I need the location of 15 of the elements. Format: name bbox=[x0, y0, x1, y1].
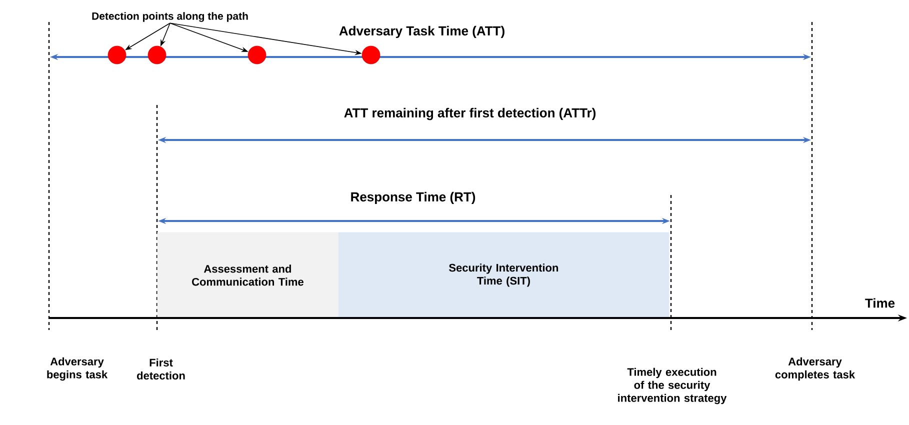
axis-label: ATT remaining after first detection (ATTr) bbox=[344, 108, 596, 120]
axis-label: First detection bbox=[137, 358, 185, 380]
axis-label: Time bbox=[865, 298, 895, 308]
detection-point bbox=[248, 46, 266, 64]
axis-label: Response Time (RT) bbox=[351, 192, 476, 204]
time-box: Assessment and Communication Time bbox=[157, 232, 338, 318]
axis-label: Adversary completes task bbox=[775, 357, 856, 381]
detection-point bbox=[362, 46, 380, 64]
callout-text: Detection points along the path bbox=[92, 12, 248, 22]
axis-label: Timely execution of the security intervention strategy bbox=[618, 368, 727, 404]
time-box: Security Intervention Time (SIT) bbox=[338, 232, 670, 318]
axis-label: Adversary Task Time (ATT) bbox=[339, 26, 504, 38]
detection-point bbox=[108, 46, 126, 64]
detection-point bbox=[148, 46, 166, 64]
axis-label: Adversary begins task bbox=[47, 357, 108, 381]
